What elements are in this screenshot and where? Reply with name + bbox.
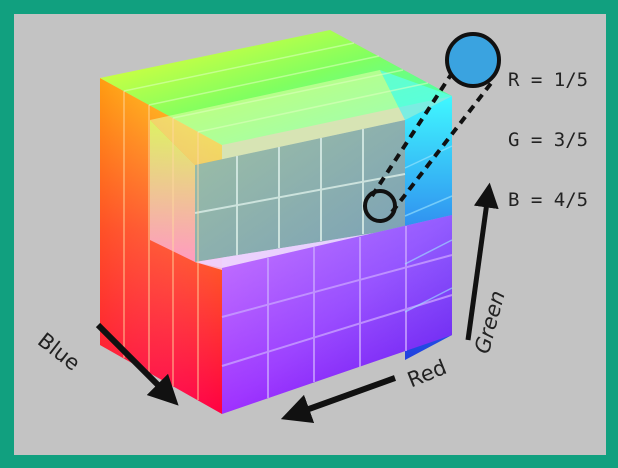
green-axis-arrow	[465, 182, 499, 341]
top-grid	[123, 42, 429, 133]
cavity-grid	[194, 129, 406, 255]
left-grid	[123, 91, 199, 400]
red-value: R = 1/5	[508, 69, 589, 91]
selection-leader	[370, 68, 494, 214]
selected-color-swatch	[445, 32, 501, 88]
blue-value: B = 4/5	[508, 189, 589, 211]
red-axis-arrow	[280, 375, 397, 424]
green-value: G = 3/5	[508, 129, 589, 151]
selected-cell-marker	[363, 189, 397, 223]
cube-inner-cavity	[195, 120, 405, 262]
selected-color-readout: R = 1/5 G = 3/5 B = 4/5	[508, 30, 588, 230]
blue-axis-arrow	[95, 322, 179, 406]
